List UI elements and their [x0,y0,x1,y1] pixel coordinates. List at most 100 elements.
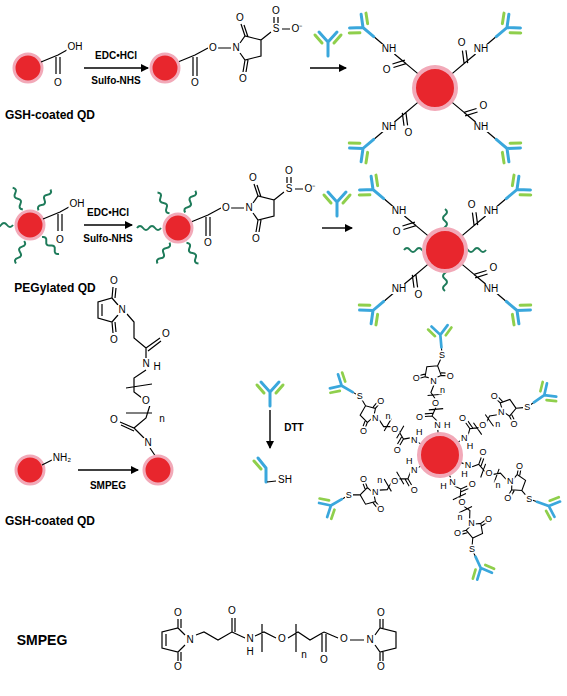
smpeg-structure-bonds [162,618,396,661]
linker-arm [428,467,507,581]
amine-bond [42,460,52,465]
half-antibody-symbol [254,461,261,469]
atom-label: O [485,468,494,477]
atom-label: S [285,184,294,194]
atom-label: H [405,457,414,466]
atom-label: O [109,276,119,286]
atom-label: O [393,446,402,455]
atom-label: O [359,475,368,484]
atom-label: O [479,448,488,457]
atom-label: n [384,411,391,420]
reagent-label: SMPEG [16,633,69,647]
atom-label: N [464,461,473,470]
atom-label: O [457,38,467,48]
atom-label: N [245,634,254,644]
atom-label: O [414,290,424,300]
atom-label: O [173,662,183,672]
atom-label: NH [381,44,397,54]
atom-label: O [431,398,440,407]
atom-label: O [479,101,489,111]
atom-label: n [158,414,166,424]
atom-label: N [410,465,419,474]
atom-label: N [467,518,476,527]
linker-arm [317,445,429,531]
atom-label: NH [391,284,407,294]
atom-label: O [412,374,421,383]
atom-label: NH₂ [52,453,72,463]
thiol-bond [267,481,276,482]
atom-label: O [141,396,151,406]
atom-label: H [443,420,452,429]
atom-label: O [248,173,258,183]
reduction-arrow [269,410,270,448]
reagent-label: EDC•HCl [86,208,130,218]
amide-arm [443,92,523,165]
reagent-label: Sulfo-NHS [82,234,133,244]
reagent-label: Sulfo-NHS [90,76,141,86]
amide-arm [453,173,533,246]
atom-label: N [506,476,515,485]
atom-label: N [371,413,380,422]
nhs-ester-bonds [178,17,290,76]
amide-arm [347,92,427,165]
quantum-dot [14,54,42,82]
atom-label: O [376,608,386,618]
atom-label: n [300,650,308,660]
atom-label: S [438,351,446,360]
atom-label: O [109,415,119,425]
atom-label: S [345,491,353,500]
node-label: PEGylated QD [14,282,95,295]
linker-arm [322,371,434,457]
atom-label: O⁻ [304,184,317,194]
atom-label: N [244,203,253,213]
atom-label: O [161,329,171,339]
amide-arm [443,11,523,84]
quantum-dot-node: GSH-coated QD [0,452,100,528]
linker-arm [448,370,558,462]
atom-label: O [251,234,261,244]
linker-arm [415,325,460,437]
quantum-dot [419,434,461,476]
antibody-symbol [315,32,341,56]
atom-label: N [410,436,419,445]
quantum-dot [414,67,456,109]
atom-label: O [55,235,65,245]
atom-label: O [190,78,200,88]
smpeg-linker-bonds [98,287,161,457]
atom-label: NH [473,122,489,132]
atom-label: N [429,376,438,385]
nhs-ester-bonds [191,177,303,236]
reaction-arrow [310,67,346,68]
carboxyl-bond [41,50,67,74]
quantum-dot-node: GSH-coated QD [0,52,100,122]
atom-label: N [448,477,457,486]
antibody-symbol [257,382,283,406]
quantum-dot [16,456,44,484]
reaction-arrow [78,469,138,470]
atom-label: O [468,479,477,488]
atom-label: S [525,495,533,504]
atom-label: N [185,635,194,645]
atom-label: O [446,371,455,380]
atom-label: O [235,13,245,23]
reaction-arrow [84,67,148,68]
atom-label: O [390,424,399,433]
atom-label: O [277,634,287,644]
atom-label: OH [67,42,84,52]
antibody-symbol [324,192,350,216]
quantum-dot [164,214,192,242]
atom-label: O [227,606,237,616]
atom-label: O [503,493,512,502]
node-label: GSH-coated QD [5,109,95,122]
reagent-label: SMPEG [89,481,127,491]
atom-label: O [53,78,63,88]
atom-label: N [117,305,126,315]
atom-label: O [203,238,213,248]
node-label: GSH-coated QD [5,515,95,528]
atom-label: O [453,529,462,538]
atom-label: O [382,65,392,75]
atom-label: O [271,6,281,16]
atom-label: O [515,461,524,470]
atom-label: O [410,485,419,494]
atom-label: N [497,408,506,417]
